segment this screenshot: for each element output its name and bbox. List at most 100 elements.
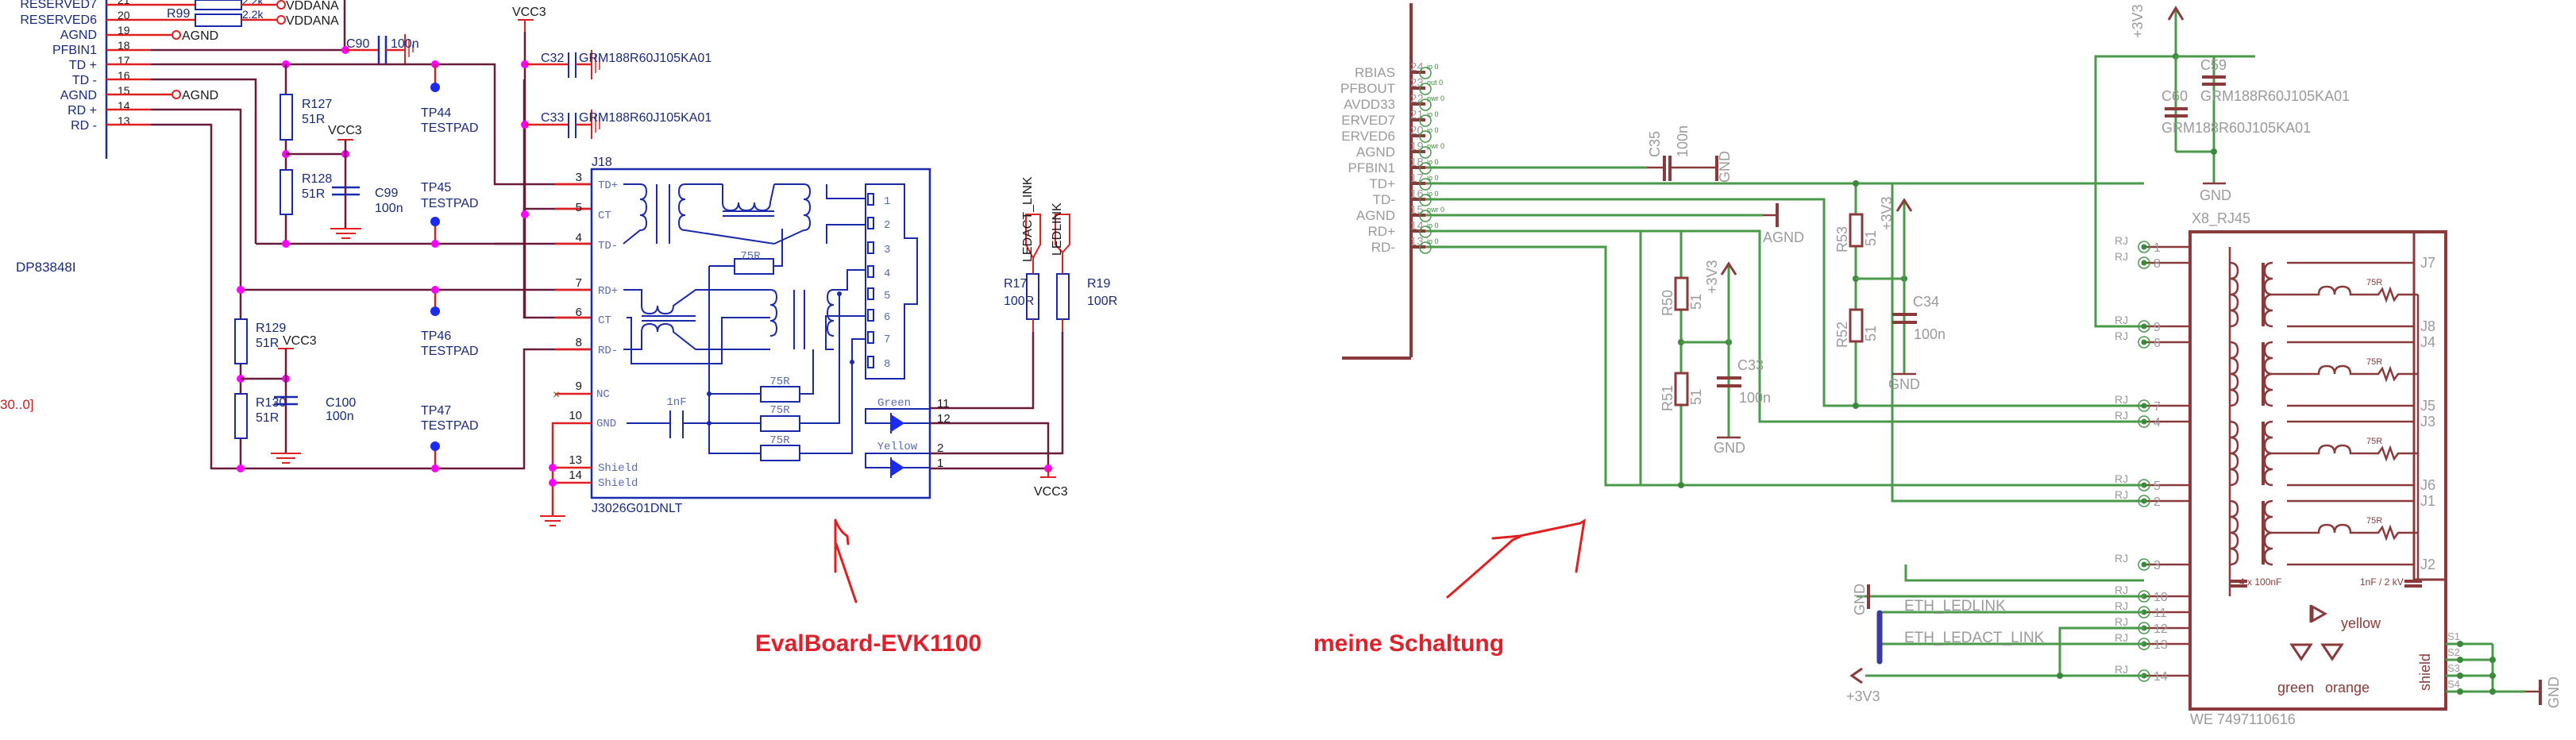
- pin-name: GND: [596, 418, 616, 430]
- resistor-r19: [1056, 273, 1070, 320]
- pin-name: RJ: [2115, 552, 2128, 565]
- termination-td-my: R50 51 R51 51 +3V3 C33 100n GND: [1660, 231, 1771, 488]
- led-label: Yellow: [877, 441, 918, 453]
- resistor-r128: [280, 169, 293, 215]
- ic-pin: RD - 13: [71, 114, 151, 133]
- pin-name: RJ: [2115, 631, 2128, 644]
- vddana-port-icon: [276, 0, 286, 10]
- decoupling-c59-c60: +3V3 GND C59 GRM188R60J105KA01 C60 GRM18…: [2130, 4, 2350, 203]
- pin-name: RD+: [1368, 224, 1396, 239]
- jack-pin: J3: [2420, 414, 2435, 430]
- rj45-pin: RJ2: [2115, 488, 2190, 509]
- pin-name: RJ: [2115, 250, 2128, 263]
- value-label: TESTPAD: [421, 419, 479, 433]
- jack-pin: 1: [884, 195, 890, 208]
- jack-pin: 7: [884, 333, 890, 346]
- pin-number: 13: [569, 453, 582, 467]
- termination-rd-my: R53 51 R52 51 +3V3 C34 100n GND: [1834, 180, 1945, 409]
- pin-type: io 0: [1427, 190, 1439, 198]
- net-label: AGND: [182, 29, 218, 43]
- pin-name: Shield: [598, 462, 638, 475]
- pin-marker-icon: [1419, 130, 1432, 143]
- pin-name: S2: [2447, 646, 2460, 658]
- ic-pin: RD + 14: [67, 99, 151, 118]
- ref-label: C60: [2161, 88, 2188, 104]
- jack-pin: J2: [2420, 557, 2435, 572]
- net-label: +3V3: [1704, 260, 1720, 294]
- led-label: Green: [877, 397, 911, 410]
- part-label: J3026G01DNLT: [592, 502, 683, 515]
- value-label: TESTPAD: [421, 121, 479, 135]
- pin-name: CT: [598, 314, 611, 327]
- pin-type: io 0: [1427, 237, 1439, 245]
- led-green: Green: [865, 397, 930, 434]
- ref-label: TP47: [421, 404, 451, 418]
- ic-pin: AGND 19 AGND: [60, 24, 218, 43]
- value-label: 51R: [302, 113, 325, 126]
- testpad-tp47: TP47 TESTPAD: [421, 404, 479, 472]
- pin-name: CT: [598, 210, 611, 222]
- rj45-x8: X8_RJ45 WE 7497110616 RJ1RJ8RJ9RJ6RJ7RJ4…: [2115, 210, 2562, 727]
- pin-number: 10: [569, 409, 582, 422]
- pin-type: pwr 0: [1427, 94, 1444, 102]
- ref-label: R50: [1660, 290, 1676, 316]
- pin-number: 18: [1410, 156, 1424, 169]
- value-label: GRM188R60J105KA01: [579, 52, 711, 65]
- shield-label: shield: [2417, 653, 2433, 691]
- ref-label: R51: [1660, 385, 1676, 411]
- jack-pin: 4: [884, 268, 890, 280]
- pin-number: 4: [576, 231, 582, 245]
- net-label: AGND: [182, 89, 218, 102]
- pin-name: RJ: [2115, 330, 2128, 342]
- pin-type: io 0: [1427, 174, 1439, 182]
- pin-number: 17: [1410, 172, 1424, 185]
- value-label: 2.2k: [242, 0, 264, 7]
- net-label: VCC3: [328, 124, 362, 137]
- pin-number: 9: [576, 380, 582, 393]
- value-label: 100n: [326, 410, 354, 423]
- pin-name: RJ: [2115, 663, 2128, 676]
- pin-type: io 0: [1427, 63, 1439, 71]
- led-label: yellow: [2341, 615, 2381, 631]
- cap-value: 1nF: [666, 396, 686, 409]
- pin-number: 3: [576, 171, 582, 184]
- pin-marker-icon: [1419, 114, 1432, 127]
- net-label: VDDANA: [286, 14, 339, 28]
- component-body: [2188, 230, 2447, 711]
- pin-number: 7: [2154, 400, 2161, 414]
- pin-name: TD-: [1373, 192, 1395, 207]
- ic-pin: RESERVED7 21: [20, 0, 195, 11]
- pin-name: RJ: [2115, 488, 2128, 501]
- pin-number: 5: [2154, 480, 2161, 493]
- rj45-pin: RJ5: [2115, 472, 2190, 493]
- pin-name: PFBIN1: [52, 44, 97, 57]
- eval-board-caption: EvalBoard-EVK1100: [755, 630, 981, 657]
- ref-label: R99: [167, 7, 190, 21]
- rj45-pin: RJ7: [2115, 393, 2190, 414]
- led-icon: [2289, 643, 2313, 661]
- supply-arrow-icon: [1720, 261, 1737, 276]
- net-label: +3V3: [1846, 688, 1880, 704]
- pin-number: 1: [937, 457, 943, 470]
- led-icon: [2320, 643, 2344, 661]
- cap-value: 4 x 100nF: [2239, 576, 2281, 588]
- net-label: VCC3: [512, 6, 546, 19]
- resistor-value: 75R: [769, 376, 790, 388]
- pin-number: 7: [576, 276, 582, 290]
- pin-number: 6: [576, 306, 582, 319]
- pin-name: NC: [596, 388, 610, 401]
- pin-marker-icon: [2138, 479, 2150, 491]
- supply-arrow-icon: [2167, 6, 2185, 21]
- termination-rd: R129 51R R130 51R VCC3 C100 100n: [234, 286, 356, 472]
- rj45-pin: RJ9: [2115, 314, 2190, 334]
- pin-number: 19: [118, 24, 130, 37]
- pin-number: 1: [2154, 241, 2161, 255]
- pin-number: 12: [2154, 622, 2168, 636]
- net-label: +3V3: [1879, 196, 1895, 230]
- ref-label: R52: [1834, 322, 1850, 348]
